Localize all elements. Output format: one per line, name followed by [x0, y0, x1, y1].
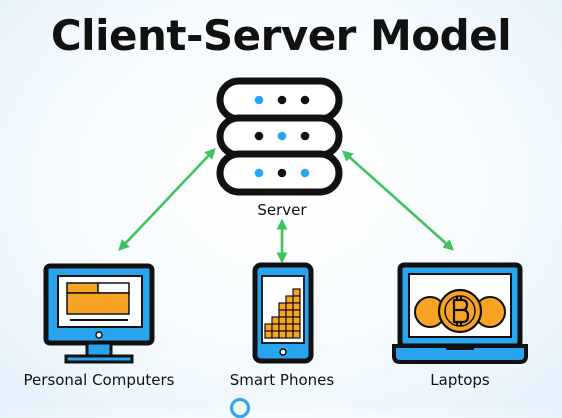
personal-computers-label: Personal Computers: [23, 371, 175, 389]
arrow-server-laptop: [341, 150, 455, 251]
watermark-logo-icon: [230, 398, 250, 418]
smartphone-icon: [252, 262, 314, 364]
server-rack-icon: [216, 77, 343, 196]
laptops-label: Laptops: [430, 371, 490, 389]
client-server-diagram: [43, 77, 528, 364]
smart-phones-label: Smart Phones: [229, 371, 335, 389]
desktop-monitor-icon: [43, 263, 155, 364]
diagram-title: Client-Server Model: [50, 11, 512, 60]
arrow-server-pc: [118, 148, 216, 251]
laptop-bitcoin-icon: [392, 262, 528, 364]
connection-arrows: [118, 148, 455, 264]
server-label: Server: [257, 201, 307, 219]
